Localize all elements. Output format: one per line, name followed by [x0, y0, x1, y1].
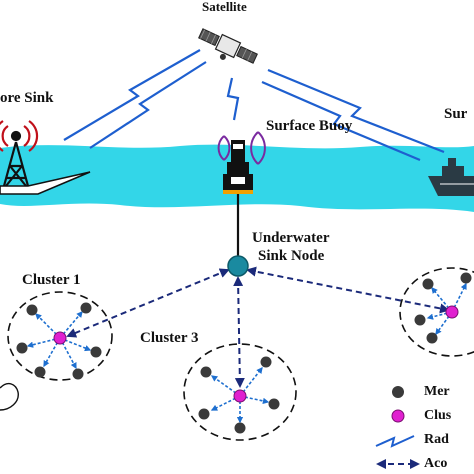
legend-cluster-head-icon — [391, 409, 405, 423]
shore-ground — [0, 171, 91, 195]
satellite-label: Satellite — [202, 0, 247, 14]
cluster-3 — [183, 343, 297, 441]
cluster-1-label: Cluster 1 — [22, 272, 81, 288]
ship-icon — [428, 158, 474, 196]
acoustic-link-cluster1 — [66, 268, 230, 338]
cluster-1 — [7, 291, 113, 381]
seabed-rock — [0, 382, 19, 411]
member-node — [90, 346, 102, 358]
legend-member-icon — [392, 386, 404, 398]
legend-cluster-head-label: Clus — [424, 408, 452, 423]
radio-link-satellite-shore — [63, 49, 201, 141]
radio-link-satellite-shore-2 — [89, 61, 207, 149]
member-node — [34, 366, 46, 378]
radio-link-satellite-buoy — [226, 77, 240, 121]
surface-buoy-label: Surface Buoy — [266, 118, 353, 134]
member-node — [268, 398, 280, 410]
acoustic-link-cluster3 — [233, 276, 245, 388]
member-node — [198, 408, 210, 420]
underwater-sink-node — [227, 255, 249, 277]
member-node — [72, 368, 84, 380]
buoy-icon — [217, 131, 266, 194]
cluster-1-boundary — [7, 291, 113, 381]
member-node — [460, 272, 472, 284]
member-node — [26, 304, 38, 316]
legend-radio-label: Rad — [424, 432, 449, 447]
legend-acoustic-label: Aco — [424, 456, 448, 471]
cluster-right-boundary — [399, 267, 474, 357]
cluster-3-label: Cluster 3 — [140, 330, 199, 346]
underwater-sink-label-1: Underwater — [252, 230, 330, 246]
member-node — [260, 356, 272, 368]
satellite-icon — [198, 28, 258, 64]
legend — [375, 386, 420, 469]
cluster-head-node — [445, 305, 459, 319]
acoustic-link-cluster-right — [246, 266, 450, 314]
acoustic-links — [66, 266, 450, 388]
radio-link-satellite-ship-2 — [261, 80, 421, 162]
member-node — [422, 278, 434, 290]
underwater-sink-label-2: Sink Node — [258, 248, 325, 264]
radio-link-satellite-ship — [267, 68, 445, 154]
member-node — [80, 302, 92, 314]
cluster-right — [399, 267, 474, 357]
member-node — [16, 342, 28, 354]
tower-icon — [0, 120, 39, 187]
radio-link-icon — [375, 435, 415, 448]
onshore-sink-label: ore Sink — [0, 90, 54, 106]
radio-links — [63, 49, 445, 162]
surface-ship-label: Sur — [444, 106, 468, 122]
cluster-3-boundary — [183, 343, 297, 441]
member-node — [414, 314, 426, 326]
cluster-head-node — [53, 331, 67, 345]
legend-member-label: Mer — [424, 384, 450, 399]
cluster-head-node — [233, 389, 247, 403]
member-node — [426, 332, 438, 344]
member-node — [234, 422, 246, 434]
member-node — [200, 366, 212, 378]
